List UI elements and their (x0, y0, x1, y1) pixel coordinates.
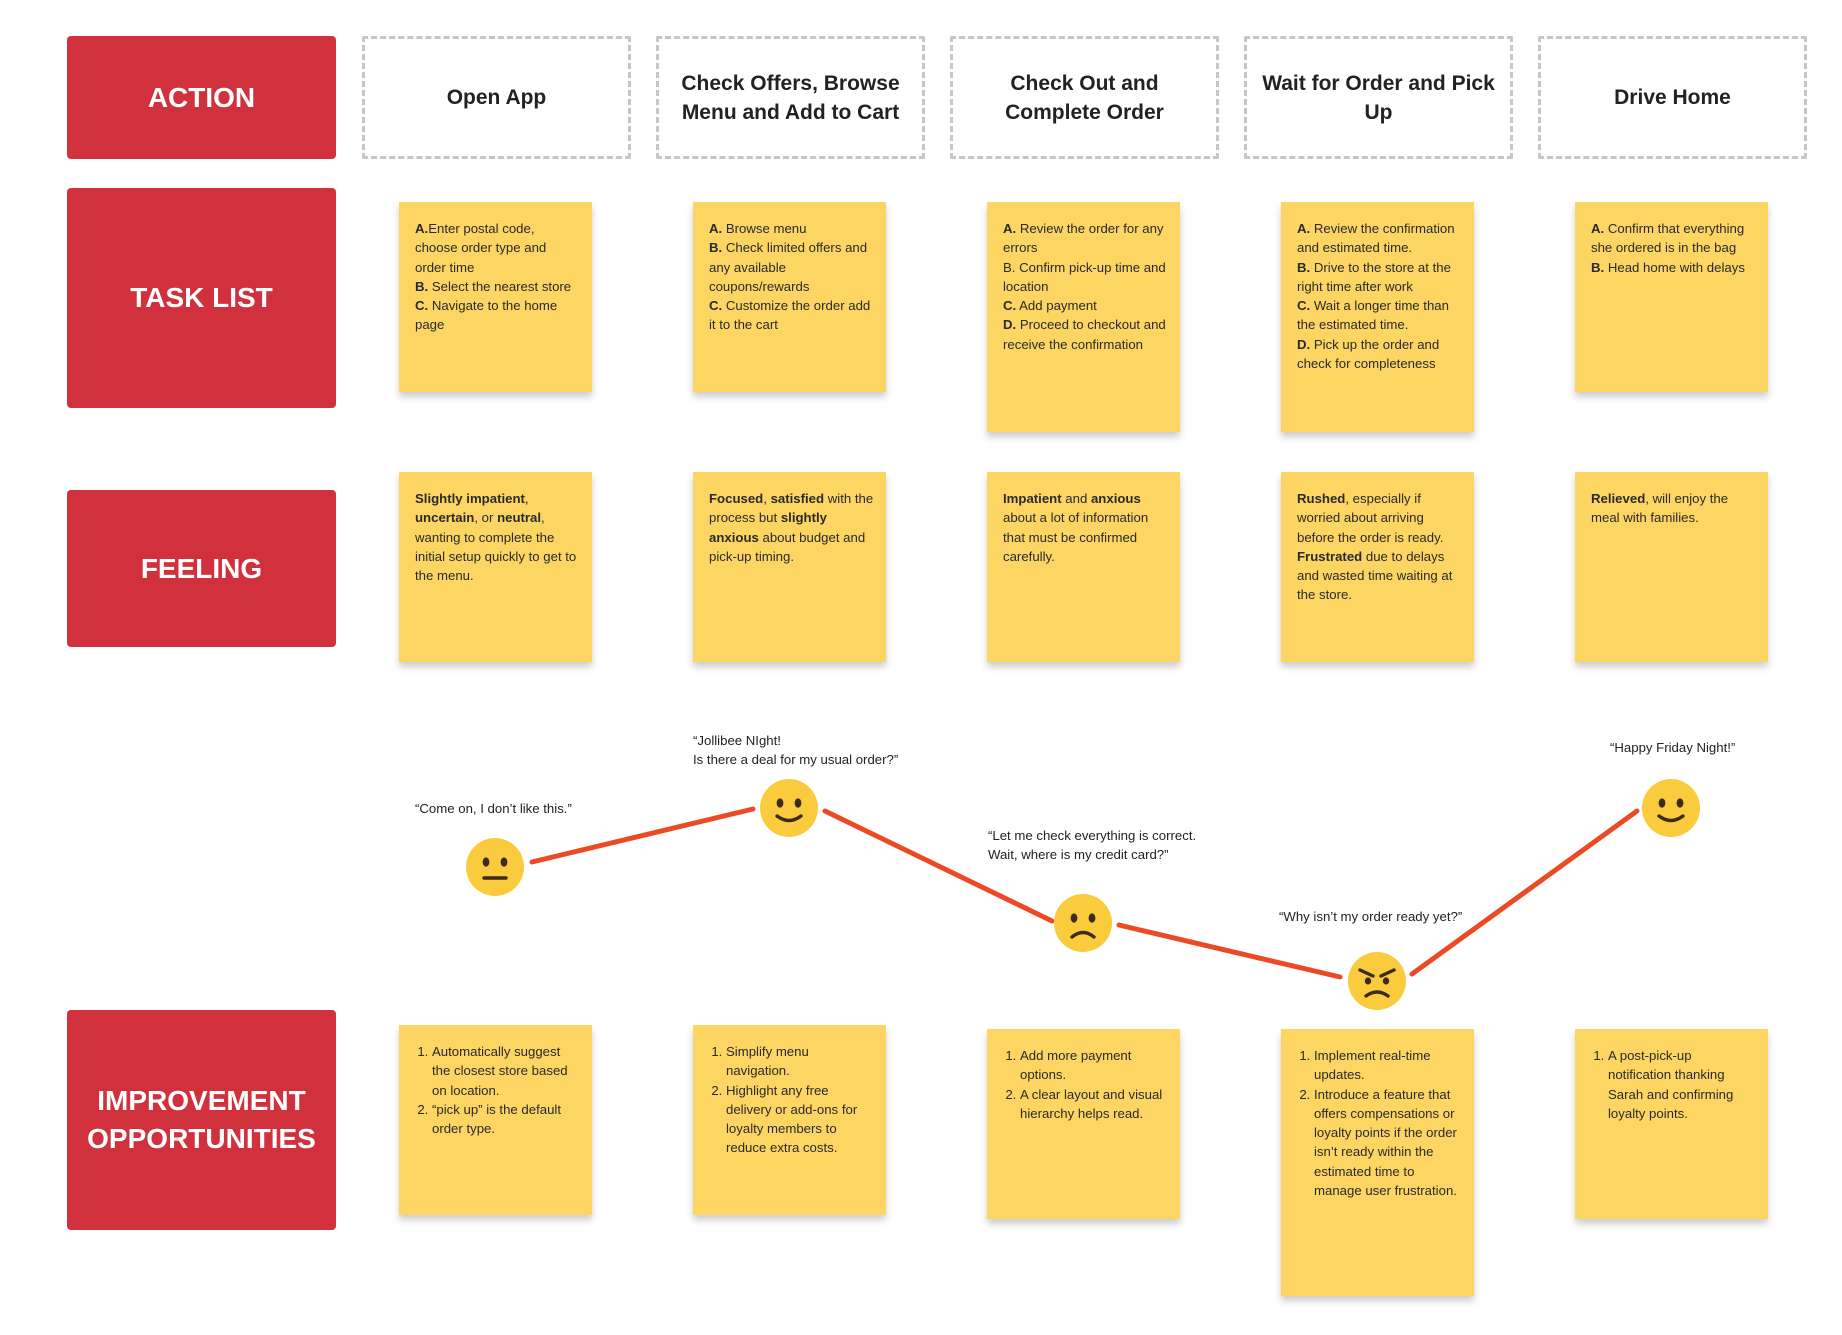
action-header-browse-menu: Check Offers, Browse Menu and Add to Car… (656, 36, 925, 159)
feeling-note: Rushed, especially if worried about arri… (1281, 472, 1474, 662)
task-note: A.Enter postal code, choose order type a… (399, 202, 592, 392)
action-header-wait-pickup: Wait for Order and Pick Up (1244, 36, 1513, 159)
slight-smile-icon (760, 779, 818, 837)
angry-face-icon (1348, 952, 1406, 1010)
slight-smile-icon (1642, 779, 1700, 837)
row-label-feeling: FEELING (67, 490, 336, 647)
improvement-note: Implement real-time updates. Introduce a… (1281, 1029, 1474, 1296)
feeling-note: Impatient and anxious about a lot of inf… (987, 472, 1180, 662)
row-label-action: ACTION (67, 36, 336, 159)
user-quote: “Why isn’t my order ready yet?” (1279, 909, 1463, 924)
user-quote: “Happy Friday Night!” (1610, 740, 1736, 755)
improvement-note: Automatically suggest the closest store … (399, 1025, 592, 1215)
curve-segment (529, 806, 756, 865)
user-quote: “Let me check everything is correct. Wai… (988, 828, 1197, 862)
curve-segment (822, 808, 1055, 924)
row-label-improvement-opportunities: IMPROVEMENT OPPORTUNITIES (67, 1010, 336, 1230)
feeling-note: Focused, satisfied with the process but … (693, 472, 886, 662)
frowning-face-icon (1054, 894, 1112, 952)
task-note: A. Review the confirmation and estimated… (1281, 202, 1474, 432)
curve-segment (1409, 808, 1640, 977)
curve-segment (1116, 922, 1343, 980)
neutral-face-icon (466, 838, 524, 896)
row-label-task-list: TASK LIST (67, 188, 336, 408)
task-note: A. Confirm that everything she ordered i… (1575, 202, 1768, 392)
improvement-note: Simplify menu navigation. Highlight any … (693, 1025, 886, 1215)
user-quote: “Come on, I don’t like this.” (415, 801, 572, 816)
improvement-note: Add more payment options. A clear layout… (987, 1029, 1180, 1219)
user-quote: “Jollibee NIght! Is there a deal for my … (693, 733, 899, 767)
task-note: A. Browse menu B. Check limited offers a… (693, 202, 886, 392)
improvement-note: A post-pick-up notification thanking Sar… (1575, 1029, 1768, 1219)
feeling-note: Slightly impatient, uncertain, or neutra… (399, 472, 592, 662)
feeling-note: Relieved, will enjoy the meal with famil… (1575, 472, 1768, 662)
task-note: A. Review the order for any errors B. Co… (987, 202, 1180, 432)
action-header-checkout: Check Out and Complete Order (950, 36, 1219, 159)
action-header-open-app: Open App (362, 36, 631, 159)
action-header-drive-home: Drive Home (1538, 36, 1807, 159)
